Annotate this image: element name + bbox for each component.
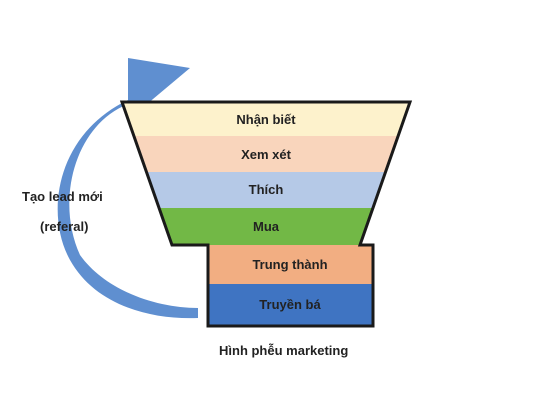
stage-label-consideration: Xem xét — [241, 147, 292, 162]
stage-label-advocacy: Truyền bá — [259, 297, 321, 312]
stage-label-purchase: Mua — [253, 219, 280, 234]
funnel-stage-interest — [146, 172, 386, 208]
referral-sublabel: (referal) — [40, 219, 89, 234]
funnel-stage-loyalty — [208, 245, 373, 284]
funnel-outline — [119, 100, 413, 328]
funnel-stage-awareness — [122, 102, 410, 136]
stage-label-loyalty: Trung thành — [252, 257, 327, 272]
stage-label-awareness: Nhận biết — [236, 112, 296, 127]
funnel-stage-advocacy — [208, 284, 373, 326]
funnel-stage-purchase — [159, 208, 373, 245]
stage-label-interest: Thích — [249, 182, 284, 197]
referral-label: Tạo lead mới — [22, 189, 103, 204]
diagram-caption: Hình phễu marketing — [219, 343, 349, 358]
funnel-stage-consideration — [133, 136, 398, 172]
